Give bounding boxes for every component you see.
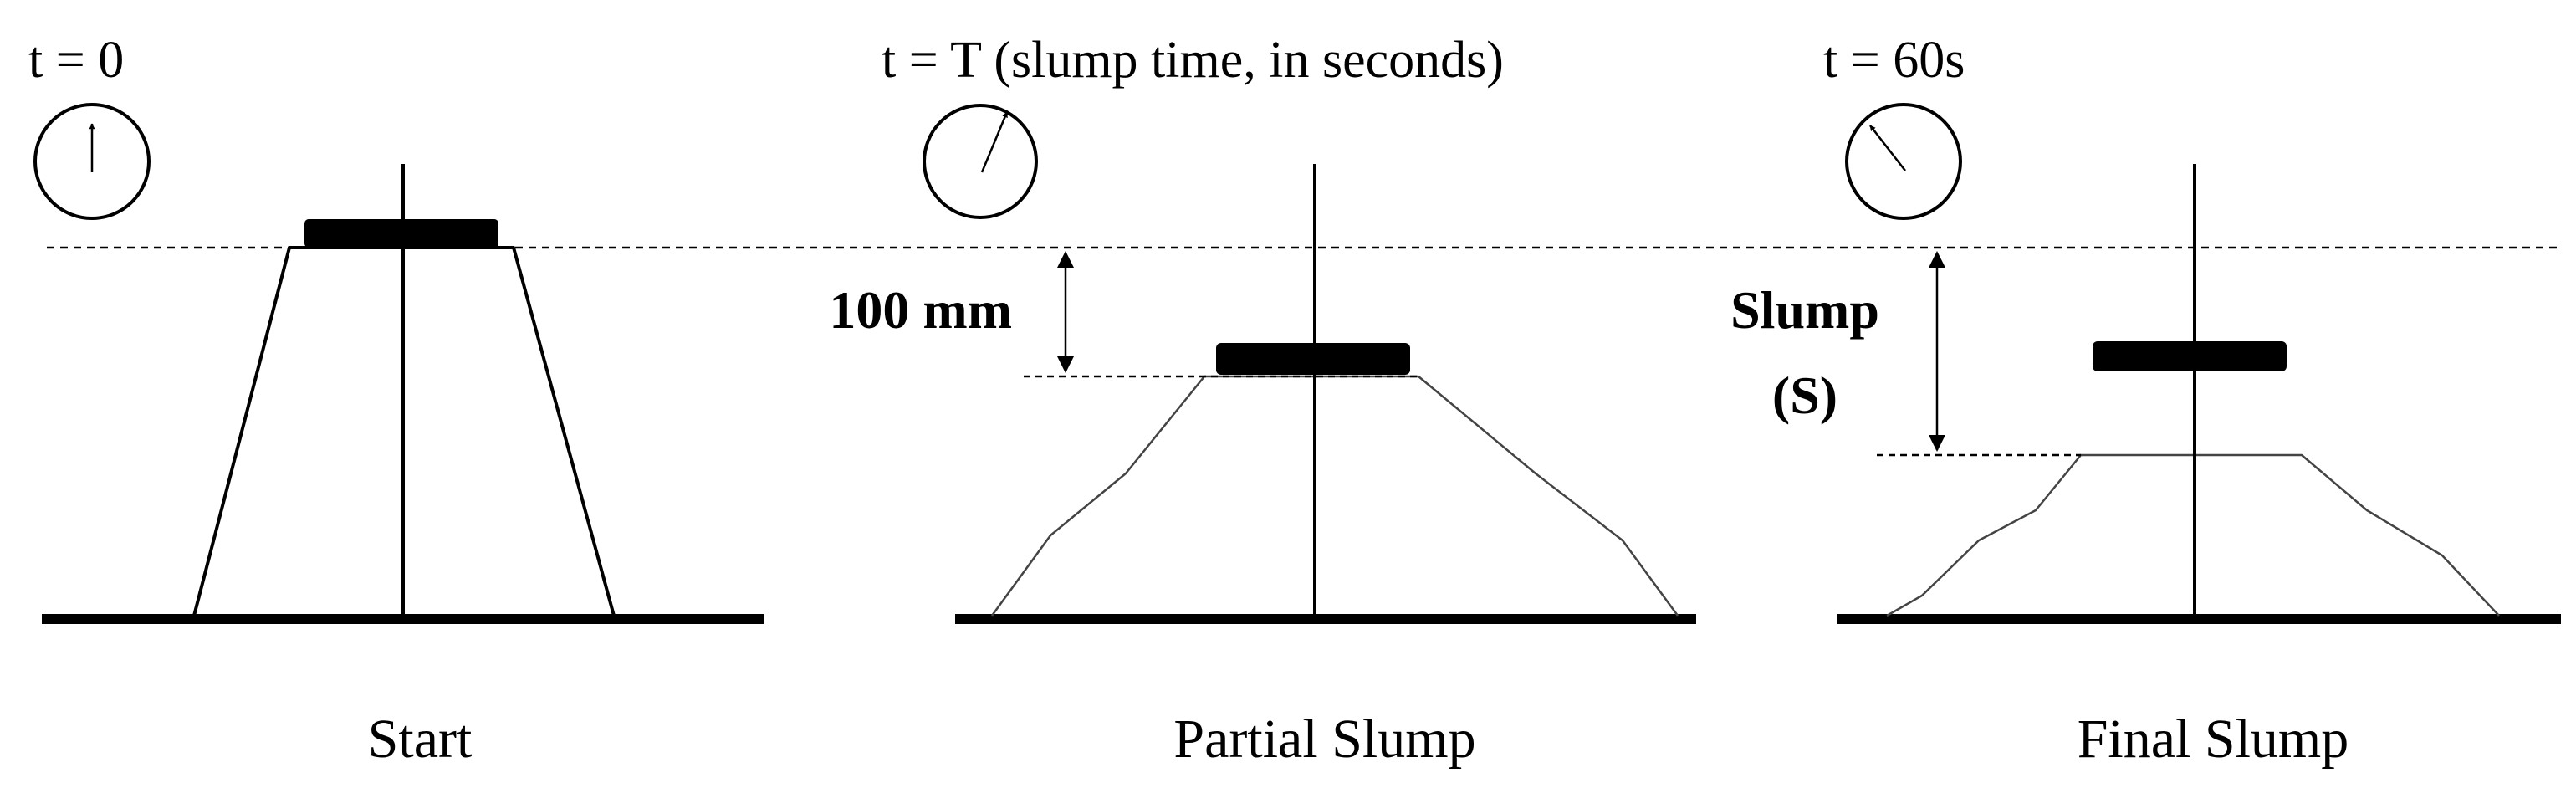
slump-cone	[192, 246, 616, 617]
partial-slump-profile	[990, 375, 1679, 617]
clock-icon	[33, 103, 151, 220]
time-label-partial: t = T (slump time, in seconds)	[882, 32, 1504, 89]
partial-drop-label: 100 mm	[829, 280, 1012, 340]
caption-final: Final Slump	[2078, 709, 2349, 770]
slump-label-line1: Slump	[1730, 280, 1879, 340]
clock-hand-partial	[980, 111, 1009, 173]
panel-partial: t = T (slump time, in seconds) 100 mm Pa…	[829, 32, 1696, 770]
top-plate-final	[2093, 341, 2287, 371]
clock-hand-final	[1869, 125, 1906, 171]
panel-final: t = 60s Slump (S) Final Slump	[1730, 32, 2561, 770]
slump-label-line2: (S)	[1772, 366, 1837, 425]
clock-icon	[923, 104, 1038, 219]
caption-partial: Partial Slump	[1173, 709, 1475, 770]
caption-start: Start	[368, 709, 473, 770]
time-label-start: t = 0	[28, 32, 124, 89]
clock-icon	[1845, 103, 1962, 220]
time-label-final: t = 60s	[1823, 32, 1965, 89]
panel-start: t = 0 Start	[28, 32, 764, 770]
